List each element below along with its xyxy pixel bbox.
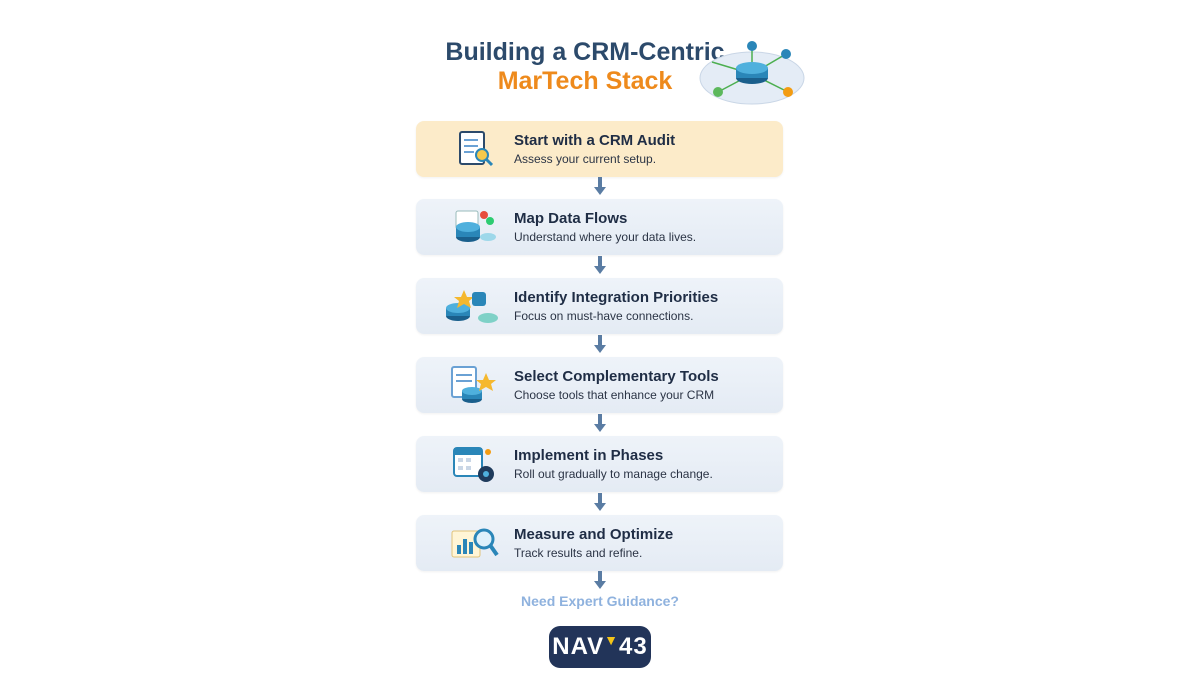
step-title: Map Data Flows: [514, 210, 628, 227]
logo-num: 43: [619, 633, 648, 660]
logo-chevron-icon: ▼: [604, 632, 620, 648]
step-card-3: Identify Integration Priorities Focus on…: [416, 278, 783, 334]
chart-magnifier-icon: [451, 528, 499, 558]
title-line-2: MarTech Stack: [497, 67, 673, 95]
arrow-down-icon: [594, 335, 606, 353]
step-card-5: Implement in Phases Roll out gradually t…: [416, 436, 783, 492]
step-subtitle: Understand where your data lives.: [514, 230, 697, 244]
crm-hub-icon: [699, 41, 805, 105]
arrow-down-icon: [594, 177, 606, 195]
title-line-1: Building a CRM-Centric: [445, 38, 725, 66]
nav43-logo[interactable]: NAV▼43: [549, 626, 651, 668]
arrow-down-icon: [594, 256, 606, 274]
arrow-down-icon: [594, 414, 606, 432]
cta-text[interactable]: Need Expert Guidance?: [521, 593, 679, 609]
calendar-gear-icon: [453, 447, 494, 482]
step-subtitle: Track results and refine.: [514, 546, 643, 560]
step-title: Start with a CRM Audit: [514, 132, 676, 149]
logo-main: NAV: [552, 633, 605, 660]
step-subtitle: Focus on must-have connections.: [514, 309, 694, 323]
step-card-1: Start with a CRM Audit Assess your curre…: [416, 121, 783, 177]
step-card-4: Select Complementary Tools Choose tools …: [416, 357, 783, 413]
step-title: Select Complementary Tools: [514, 368, 719, 385]
step-title: Implement in Phases: [514, 447, 664, 464]
step-subtitle: Roll out gradually to manage change.: [514, 467, 713, 481]
puzzle-database-icon: [446, 290, 498, 323]
step-card-2: Map Data Flows Understand where your dat…: [416, 199, 783, 255]
step-subtitle: Choose tools that enhance your CRM: [514, 388, 715, 402]
step-title: Identify Integration Priorities: [514, 289, 719, 306]
arrow-down-icon: [594, 571, 606, 589]
database-flow-icon: [455, 210, 496, 242]
step-title: Measure and Optimize: [514, 526, 674, 543]
step-card-6: Measure and Optimize Track results and r…: [416, 515, 783, 571]
arrow-down-icon: [594, 493, 606, 511]
document-star-icon: [451, 366, 496, 403]
step-subtitle: Assess your current setup.: [514, 152, 657, 166]
audit-magnifier-icon: [459, 131, 494, 167]
